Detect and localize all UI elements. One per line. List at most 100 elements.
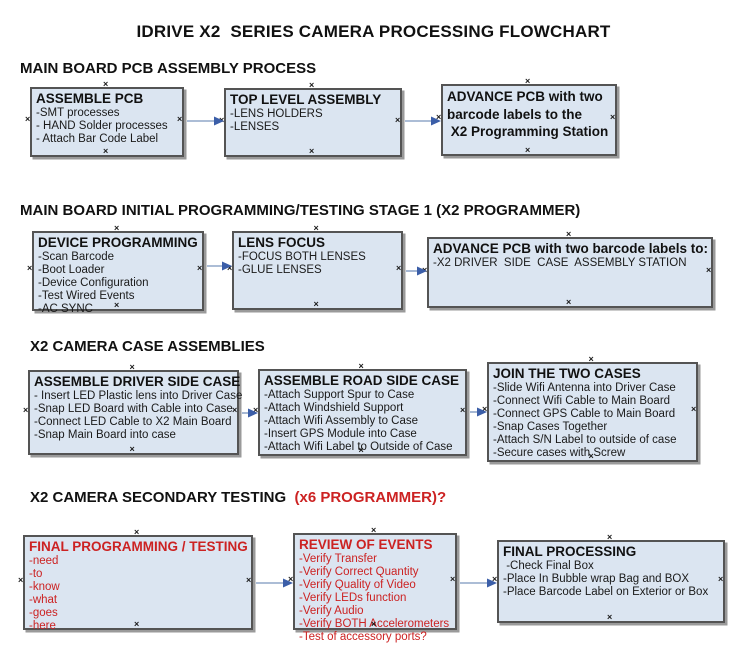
box-line: X2 Programming Station bbox=[447, 124, 609, 139]
box-assemble-road-side-case: ASSEMBLE ROAD SIDE CASE -Attach Support … bbox=[253, 362, 467, 456]
connection-point-icon bbox=[227, 264, 235, 274]
box-line: -Insert GPS Module into Case bbox=[264, 428, 417, 440]
box-line: -FOCUS BOTH LENSES bbox=[238, 251, 366, 263]
box-device-programming: DEVICE PROGRAMMING -Scan Barcode-Boot Lo… bbox=[27, 224, 204, 315]
box-line: -Attach Windshield Support bbox=[264, 402, 404, 414]
flow-arrow bbox=[207, 261, 232, 271]
box-line: - Insert LED Plastic lens into Driver Ca… bbox=[34, 390, 243, 402]
box-line: -Place In Bubble wrap Bag and BOX bbox=[503, 573, 690, 585]
box-lines: - Insert LED Plastic lens into Driver Ca… bbox=[34, 390, 243, 442]
box-title: ADVANCE PCB with two barcode labels to: bbox=[433, 241, 709, 256]
section-heading-pcb-assembly: MAIN BOARD PCB ASSEMBLY PROCESS bbox=[20, 60, 317, 77]
box-line: -Verify Audio bbox=[299, 605, 364, 617]
connection-point-icon bbox=[607, 533, 615, 543]
connection-point-icon bbox=[359, 362, 367, 372]
box-line: barcode labels to the bbox=[447, 106, 583, 122]
connection-point-icon bbox=[566, 298, 574, 308]
box-line: -Verify BOTH Accelerometers bbox=[299, 618, 450, 630]
box-line: -to bbox=[29, 568, 43, 580]
connection-point-icon bbox=[566, 230, 574, 240]
connection-point-icon bbox=[309, 81, 317, 91]
connection-point-icon bbox=[288, 575, 296, 585]
box-lines: -FOCUS BOTH LENSES-GLUE LENSES bbox=[238, 251, 398, 277]
box-line: -X2 DRIVER SIDE CASE ASSEMBLY STATION bbox=[433, 257, 687, 269]
box-line: -Device Configuration bbox=[38, 277, 149, 289]
box-lines: ADVANCE PCB with two barcode labels to th… bbox=[447, 88, 612, 141]
box-line: -Snap Main Board into case bbox=[34, 429, 176, 441]
box-review-of-events: REVIEW OF EVENTS -Verify Transfer -Verify… bbox=[288, 526, 457, 643]
flow-arrow bbox=[256, 578, 293, 588]
box-title: ASSEMBLE ROAD SIDE CASE bbox=[264, 373, 460, 388]
box-line: -what bbox=[29, 594, 58, 606]
box-line: -Snap Cases Together bbox=[493, 421, 608, 433]
box-lines: -Scan Barcode-Boot Loader-Device Configu… bbox=[38, 251, 199, 316]
box-lines: -Attach Support Spur to Case-Attach Wind… bbox=[264, 389, 462, 454]
box-line: -GLUE LENSES bbox=[238, 264, 322, 276]
box-title: DEVICE PROGRAMMING bbox=[38, 235, 198, 250]
box-assemble-driver-side-case: ASSEMBLE DRIVER SIDE CASE - Insert LED P… bbox=[23, 363, 243, 455]
box-line: -Boot Loader bbox=[38, 264, 105, 276]
box-line: -know bbox=[29, 581, 60, 593]
box-lines: -SMT processes- HAND Solder processes- A… bbox=[36, 107, 179, 146]
box-line: -Attach Wifi Label to Outside of Case bbox=[264, 441, 453, 453]
box-line: ADVANCE PCB with two bbox=[447, 89, 603, 104]
connection-point-icon bbox=[25, 115, 33, 125]
box-line: -Verify Transfer bbox=[299, 553, 377, 565]
connection-point-icon bbox=[23, 406, 31, 416]
box-title: FINAL PROGRAMMING / TESTING bbox=[29, 539, 248, 554]
box-line: -Place Barcode Label on Exterior or Box bbox=[503, 586, 709, 598]
section-heading-case-assemblies: X2 CAMERA CASE ASSEMBLIES bbox=[30, 338, 265, 355]
box-advance-pcb-programming-station: ADVANCE PCB with two barcode labels to th… bbox=[436, 77, 617, 156]
connection-point-icon bbox=[219, 116, 227, 126]
box-final-processing: FINAL PROCESSING -Check Final Box-Place … bbox=[492, 533, 725, 623]
page-title: IDRIVE X2 SERIES CAMERA PROCESSING FLOWC… bbox=[136, 22, 611, 41]
box-line: -goes bbox=[29, 607, 58, 619]
box-line: -need bbox=[29, 555, 59, 567]
connection-point-icon bbox=[492, 575, 500, 585]
box-line: - Attach Bar Code Label bbox=[36, 133, 159, 145]
box-line: -Verify LEDs function bbox=[299, 592, 407, 604]
connection-point-icon bbox=[314, 300, 322, 310]
connection-point-icon bbox=[27, 264, 35, 274]
connection-point-icon bbox=[253, 406, 261, 416]
connection-point-icon bbox=[314, 224, 322, 234]
connection-point-icon bbox=[114, 224, 122, 234]
box-line: -Scan Barcode bbox=[38, 251, 115, 263]
box-line: -Connect Wifi Cable to Main Board bbox=[493, 395, 671, 407]
box-lines: -Check Final Box-Place In Bubble wrap Ba… bbox=[503, 560, 720, 599]
box-line: -Connect GPS Cable to Main Board bbox=[493, 408, 676, 420]
section-heading-initial-programming: MAIN BOARD INITIAL PROGRAMMING/TESTING S… bbox=[20, 202, 581, 219]
section-heading-secondary-testing: X2 CAMERA SECONDARY TESTING (x6 PROGRAMM… bbox=[30, 489, 446, 506]
connection-point-icon bbox=[589, 355, 597, 365]
connection-point-icon bbox=[371, 526, 379, 536]
flow-arrow bbox=[470, 407, 487, 417]
box-line: -Test of accessory ports? bbox=[299, 631, 427, 643]
box-title: ASSEMBLE PCB bbox=[36, 91, 144, 106]
connection-point-icon bbox=[436, 113, 444, 123]
connection-point-icon bbox=[103, 147, 111, 157]
flow-arrow bbox=[406, 266, 427, 276]
flow-arrow bbox=[460, 578, 497, 588]
connection-point-icon bbox=[482, 405, 490, 415]
box-title: JOIN THE TWO CASES bbox=[493, 366, 641, 381]
box-advance-pcb-driver-side: ADVANCE PCB with two barcode labels to: … bbox=[422, 230, 713, 308]
box-title: REVIEW OF EVENTS bbox=[299, 537, 433, 552]
connection-point-icon bbox=[607, 613, 615, 623]
box-title: ASSEMBLE DRIVER SIDE CASE bbox=[34, 374, 241, 389]
box-final-programming-testing: FINAL PROGRAMMING / TESTING -need-to-kno… bbox=[18, 528, 253, 633]
box-assemble-pcb: ASSEMBLE PCB -SMT processes- HAND Solder… bbox=[25, 80, 184, 157]
connection-point-icon bbox=[130, 445, 138, 455]
box-lens-focus: LENS FOCUS -FOCUS BOTH LENSES-GLUE LENSE… bbox=[227, 224, 403, 310]
box-line: -Attach S/N Label to outside of case bbox=[493, 434, 677, 446]
box-line: -Attach Support Spur to Case bbox=[264, 389, 415, 401]
flow-arrow bbox=[405, 116, 441, 126]
box-lines: -need-to-know-what-goes-here bbox=[29, 555, 248, 633]
box-line: -Verify Quality of Video bbox=[299, 579, 416, 591]
connection-point-icon bbox=[130, 363, 138, 373]
box-line: -Snap LED Board with Cable into Case bbox=[34, 403, 233, 415]
box-line: -Connect LED Cable to X2 Main Board bbox=[34, 416, 232, 428]
box-line: -Check Final Box bbox=[503, 560, 594, 572]
box-lines: -LENS HOLDERS-LENSES bbox=[230, 108, 397, 134]
box-top-level-assembly: TOP LEVEL ASSEMBLY -LENS HOLDERS-LENSES bbox=[219, 81, 402, 157]
connection-point-icon bbox=[18, 576, 26, 586]
